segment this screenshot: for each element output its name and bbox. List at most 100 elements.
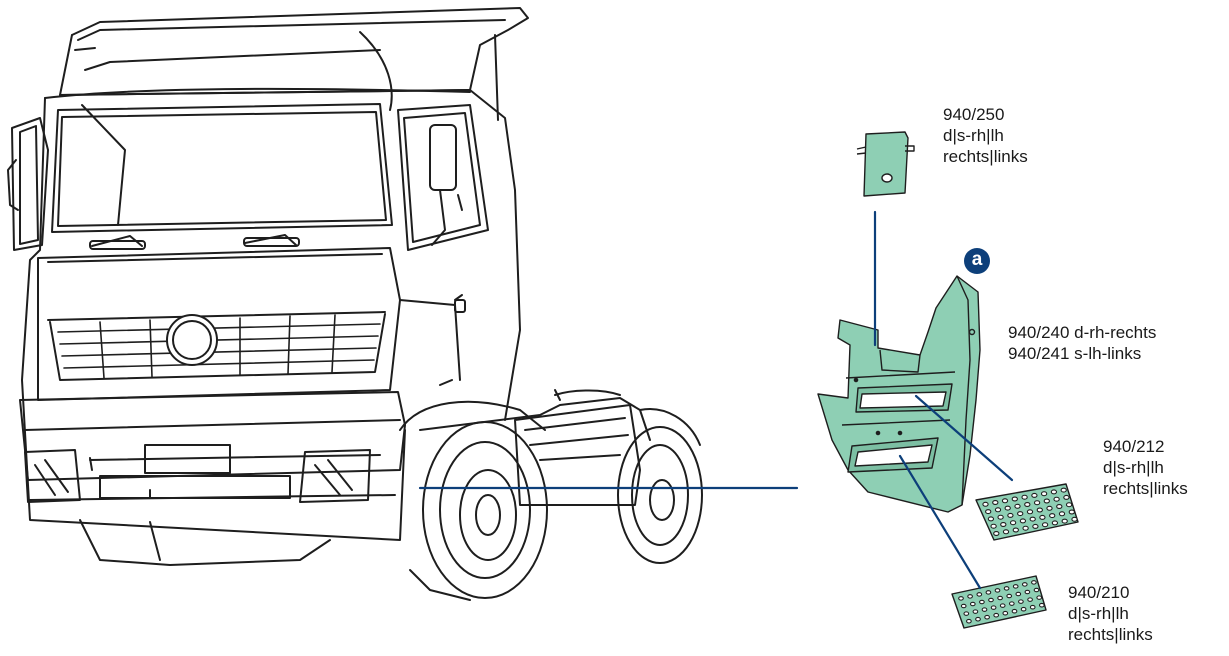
tread-hole xyxy=(1059,512,1064,516)
tread-hole xyxy=(1030,605,1035,608)
tread-hole xyxy=(976,617,981,620)
tread-hole xyxy=(1000,604,1005,607)
tread-hole xyxy=(993,501,998,505)
tread-hole xyxy=(983,502,988,506)
tread-hole xyxy=(998,596,1003,599)
tread-hole xyxy=(1010,602,1015,605)
tread-hole xyxy=(971,602,976,605)
tread-hole xyxy=(967,619,972,622)
tread-hole xyxy=(991,606,996,609)
label-line: 940/240 d-rh-rechts xyxy=(1008,322,1156,343)
tread-hole xyxy=(1025,503,1030,507)
tread-hole xyxy=(1019,600,1024,603)
tread-hole xyxy=(1012,497,1017,501)
tread-hole xyxy=(1037,596,1042,599)
tread-hole xyxy=(1023,583,1028,586)
label-part-940-210: 940/210 d|s-rh|lh rechts|links xyxy=(1068,582,1153,645)
tread-hole xyxy=(991,524,996,528)
tread-hole xyxy=(988,517,993,521)
tread-hole xyxy=(1051,490,1056,494)
tread-hole xyxy=(1042,492,1047,496)
label-line: d|s-rh|lh xyxy=(1103,457,1188,478)
truck-illustration xyxy=(8,8,702,600)
tread-hole xyxy=(989,598,994,601)
tread-hole xyxy=(959,597,964,600)
tread-hole xyxy=(1025,590,1030,593)
lower-tread-plate-part xyxy=(952,576,1046,628)
tread-hole xyxy=(1032,581,1037,584)
tread-hole xyxy=(1016,592,1021,595)
tread-hole xyxy=(1067,503,1072,507)
tread-hole xyxy=(1008,513,1013,517)
label-line: rechts|links xyxy=(1103,478,1188,499)
tread-hole xyxy=(1052,521,1057,525)
tread-hole xyxy=(1072,517,1077,521)
tread-hole xyxy=(1043,523,1048,527)
tread-hole xyxy=(1003,611,1008,614)
tread-hole xyxy=(1069,510,1074,514)
label-line: 940/212 xyxy=(1103,436,1188,457)
tread-hole xyxy=(1028,598,1033,601)
tread-hole xyxy=(1032,493,1037,497)
tread-hole xyxy=(985,615,990,618)
tread-hole xyxy=(1027,510,1032,514)
tread-hole xyxy=(964,612,969,615)
tread-hole xyxy=(1003,530,1008,534)
label-line: 940/250 xyxy=(943,104,1028,125)
tread-hole xyxy=(995,589,1000,592)
marker-badge: a xyxy=(964,248,990,274)
tread-hole xyxy=(1022,495,1027,499)
tread-hole xyxy=(1033,524,1038,528)
tread-hole xyxy=(1023,526,1028,530)
label-part-940-212: 940/212 d|s-rh|lh rechts|links xyxy=(1103,436,1188,499)
tread-hole xyxy=(977,593,982,596)
tread-hole xyxy=(1002,499,1007,503)
tread-hole xyxy=(1054,497,1059,501)
tread-hole xyxy=(1062,519,1067,523)
tread-hole xyxy=(1013,585,1018,588)
tread-hole xyxy=(1057,505,1062,509)
tread-hole xyxy=(998,515,1003,519)
cover-plate-part xyxy=(857,132,914,196)
tread-hole xyxy=(1040,603,1045,606)
label-part-940-240: 940/240 d-rh-rechts 940/241 s-lh-links xyxy=(1008,322,1156,364)
tread-hole xyxy=(995,508,1000,512)
tread-hole xyxy=(1021,607,1026,610)
tread-hole xyxy=(968,595,973,598)
label-line: 940/210 xyxy=(1068,582,1153,603)
tread-hole xyxy=(1018,512,1023,516)
tread-hole xyxy=(1001,523,1006,527)
tread-hole xyxy=(1013,528,1018,532)
tread-hole xyxy=(1015,504,1020,508)
tread-hole xyxy=(1020,519,1025,523)
tread-hole xyxy=(1061,488,1066,492)
tread-hole xyxy=(986,510,991,514)
tread-hole xyxy=(1047,506,1052,510)
tread-hole xyxy=(1012,609,1017,612)
tread-hole xyxy=(1064,495,1069,499)
label-part-940-250: 940/250 d|s-rh|lh rechts|links xyxy=(943,104,1028,167)
tread-hole xyxy=(1007,594,1012,597)
tread-hole xyxy=(1040,515,1045,519)
step-housing-part xyxy=(818,276,980,512)
tread-hole xyxy=(1030,517,1035,521)
label-line: d|s-rh|lh xyxy=(1068,603,1153,624)
tread-hole xyxy=(980,600,985,603)
tread-hole xyxy=(1037,508,1042,512)
upper-tread-plate-part xyxy=(976,484,1078,540)
tread-hole xyxy=(994,613,999,616)
tread-hole xyxy=(986,591,991,594)
tread-hole xyxy=(994,532,999,536)
tread-hole xyxy=(1004,587,1009,590)
tread-hole xyxy=(1034,588,1039,591)
tread-hole xyxy=(982,608,987,611)
tread-hole xyxy=(961,604,966,607)
tread-hole xyxy=(1050,514,1055,518)
label-line: rechts|links xyxy=(943,146,1028,167)
tread-hole xyxy=(973,610,978,613)
tread-hole xyxy=(1035,501,1040,505)
label-line: d|s-rh|lh xyxy=(943,125,1028,146)
tread-hole xyxy=(1011,521,1016,525)
tread-hole xyxy=(1005,506,1010,510)
